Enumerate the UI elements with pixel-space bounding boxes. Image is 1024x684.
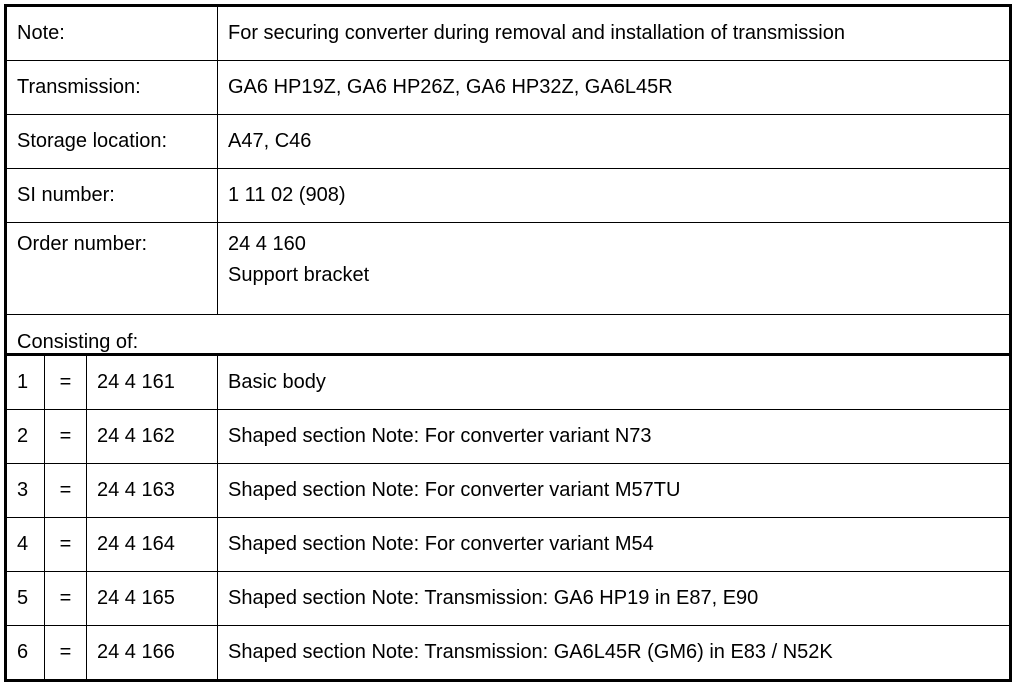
row-label-note: Note:: [5, 5, 218, 61]
row-value-note: For securing converter during removal an…: [217, 5, 1011, 61]
part-description: Shaped section Note: For converter varia…: [217, 409, 1011, 464]
table-row-storage-location: Storage location: A47, C46: [5, 114, 1011, 169]
part-number: 24 4 164: [86, 517, 218, 572]
part-description: Basic body: [217, 354, 1011, 410]
part-description: Shaped section Note: Transmission: GA6L4…: [217, 625, 1011, 681]
part-number: 24 4 162: [86, 409, 218, 464]
table-row: 1 = 24 4 161 Basic body: [5, 354, 1011, 410]
part-number: 24 4 166: [86, 625, 218, 681]
part-number: 24 4 163: [86, 463, 218, 518]
table-row: 5 = 24 4 165 Shaped section Note: Transm…: [5, 571, 1011, 626]
row-label-si-number: SI number:: [5, 168, 218, 223]
equals-sign: =: [44, 625, 87, 681]
part-number: 24 4 165: [86, 571, 218, 626]
order-number-value: 24 4 160: [228, 233, 306, 255]
part-index: 6: [5, 625, 45, 681]
table-row-si-number: SI number: 1 11 02 (908): [5, 168, 1011, 223]
row-value-storage-location: A47, C46: [217, 114, 1011, 169]
table-row: 4 = 24 4 164 Shaped section Note: For co…: [5, 517, 1011, 572]
part-index: 3: [5, 463, 45, 518]
table-row: 3 = 24 4 163 Shaped section Note: For co…: [5, 463, 1011, 518]
row-value-order-number: 24 4 160 Support bracket: [217, 222, 1011, 315]
tool-information-table: Note: For securing converter during remo…: [4, 4, 1012, 373]
part-index: 2: [5, 409, 45, 464]
row-label-transmission: Transmission:: [5, 60, 218, 115]
part-number: 24 4 161: [86, 354, 218, 410]
equals-sign: =: [44, 463, 87, 518]
table-row-transmission: Transmission: GA6 HP19Z, GA6 HP26Z, GA6 …: [5, 60, 1011, 115]
row-value-si-number: 1 11 02 (908): [217, 168, 1011, 223]
part-description: Shaped section Note: Transmission: GA6 H…: [217, 571, 1011, 626]
part-index: 1: [5, 354, 45, 410]
part-description: Shaped section Note: For converter varia…: [217, 463, 1011, 518]
table-row: 6 = 24 4 166 Shaped section Note: Transm…: [5, 625, 1011, 681]
equals-sign: =: [44, 571, 87, 626]
part-index: 4: [5, 517, 45, 572]
equals-sign: =: [44, 354, 87, 410]
table-row-order-number: Order number: 24 4 160 Support bracket: [5, 222, 1011, 315]
row-label-storage-location: Storage location:: [5, 114, 218, 169]
row-label-order-number: Order number:: [5, 222, 218, 315]
equals-sign: =: [44, 517, 87, 572]
parts-list-table: 1 = 24 4 161 Basic body 2 = 24 4 162 Sha…: [4, 353, 1012, 682]
table-row-note: Note: For securing converter during remo…: [5, 5, 1011, 61]
equals-sign: =: [44, 409, 87, 464]
part-index: 5: [5, 571, 45, 626]
row-value-transmission: GA6 HP19Z, GA6 HP26Z, GA6 HP32Z, GA6L45R: [217, 60, 1011, 115]
order-number-description: Support bracket: [228, 263, 370, 286]
part-description: Shaped section Note: For converter varia…: [217, 517, 1011, 572]
table-row: 2 = 24 4 162 Shaped section Note: For co…: [5, 409, 1011, 464]
